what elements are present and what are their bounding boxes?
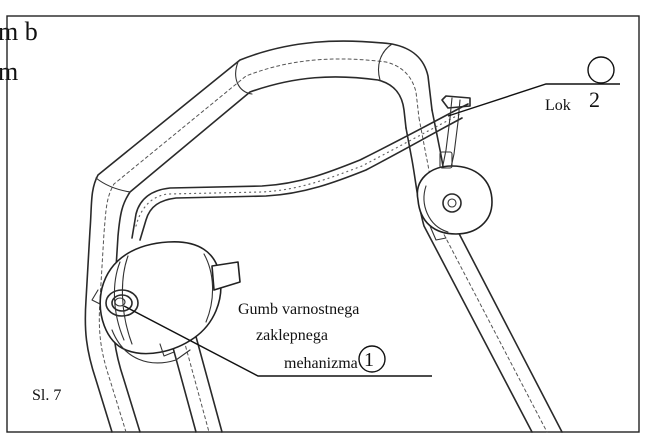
label-lever: Lok bbox=[545, 97, 571, 114]
figure-frame bbox=[6, 15, 640, 433]
number-button: 1 bbox=[364, 349, 374, 371]
label-button-line2: zaklepnega bbox=[256, 327, 328, 344]
left-pivot-housing bbox=[91, 241, 241, 364]
callout-lever: Lok 2 bbox=[447, 56, 620, 117]
lever-cable bbox=[131, 95, 471, 241]
handle-bar bbox=[84, 40, 433, 433]
label-button-line3: mehanizma bbox=[284, 355, 358, 372]
corner-text-line2: m bbox=[0, 57, 18, 86]
number-lever: 2 bbox=[589, 87, 600, 112]
handle-right-side bbox=[405, 109, 563, 433]
figure-caption: Sl. 7 bbox=[32, 387, 61, 404]
corner-text-line1: m b bbox=[0, 17, 38, 46]
label-button-line1: Gumb varnostnega bbox=[238, 301, 359, 318]
callout-button: Gumb varnostnega zaklepnega mehanizma 1 bbox=[123, 301, 432, 377]
right-pivot-housing bbox=[416, 151, 493, 241]
